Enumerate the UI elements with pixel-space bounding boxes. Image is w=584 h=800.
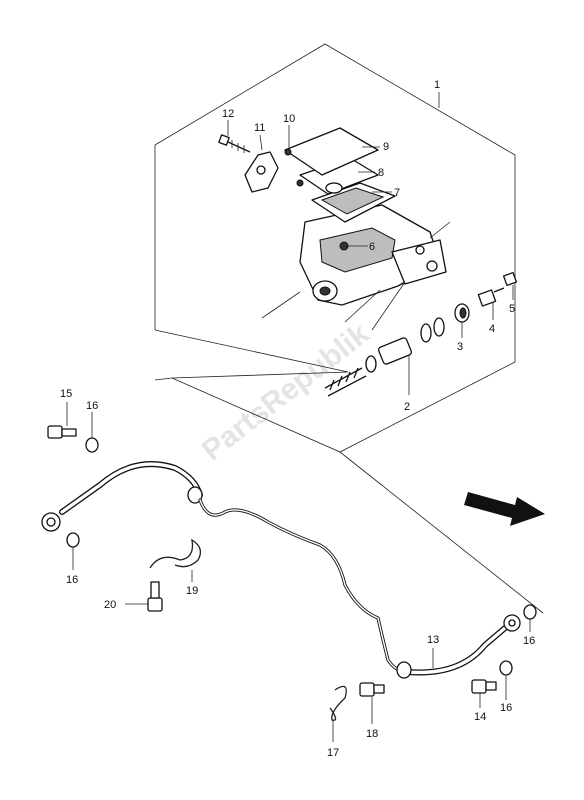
callout-16-right: 16 <box>523 635 535 647</box>
callout-5: 5 <box>509 303 515 315</box>
callout-4: 4 <box>489 323 495 335</box>
callout-8: 8 <box>378 167 384 179</box>
callout-labels: 1 12 11 10 9 8 7 6 5 4 3 2 15 16 16 19 2… <box>60 79 535 759</box>
callout-3: 3 <box>457 341 463 353</box>
leader-lines <box>66 92 531 742</box>
callout-11: 11 <box>254 122 265 134</box>
watermark-text: PartsRepublik <box>196 317 376 467</box>
callout-20: 20 <box>104 599 116 611</box>
callout-18: 18 <box>366 728 378 740</box>
callout-19: 19 <box>186 585 198 597</box>
callout-10: 10 <box>283 113 295 125</box>
callout-13: 13 <box>427 634 439 646</box>
callout-6: 6 <box>369 241 375 253</box>
top-fasteners <box>218 134 304 193</box>
pushrod-and-pin <box>477 271 518 307</box>
washers <box>66 437 537 676</box>
clips <box>149 538 347 721</box>
forward-arrow-icon <box>464 492 545 526</box>
callout-1: 1 <box>434 79 440 91</box>
reservoir-parts <box>284 127 396 223</box>
assembly-outline <box>154 43 544 614</box>
clutch-hose <box>41 461 521 679</box>
callout-16-top: 16 <box>86 400 98 412</box>
callout-2: 2 <box>404 401 410 413</box>
callout-16-left: 16 <box>66 574 78 586</box>
callout-17: 17 <box>327 747 339 759</box>
callout-14: 14 <box>474 711 486 723</box>
callout-7: 7 <box>394 187 400 199</box>
bolts <box>47 425 497 697</box>
callout-12: 12 <box>222 108 234 120</box>
piston-assembly <box>324 303 470 397</box>
callout-9: 9 <box>383 141 389 153</box>
master-cylinder-body <box>261 204 451 331</box>
callout-15: 15 <box>60 388 72 400</box>
callout-16-bottom: 16 <box>500 702 512 714</box>
